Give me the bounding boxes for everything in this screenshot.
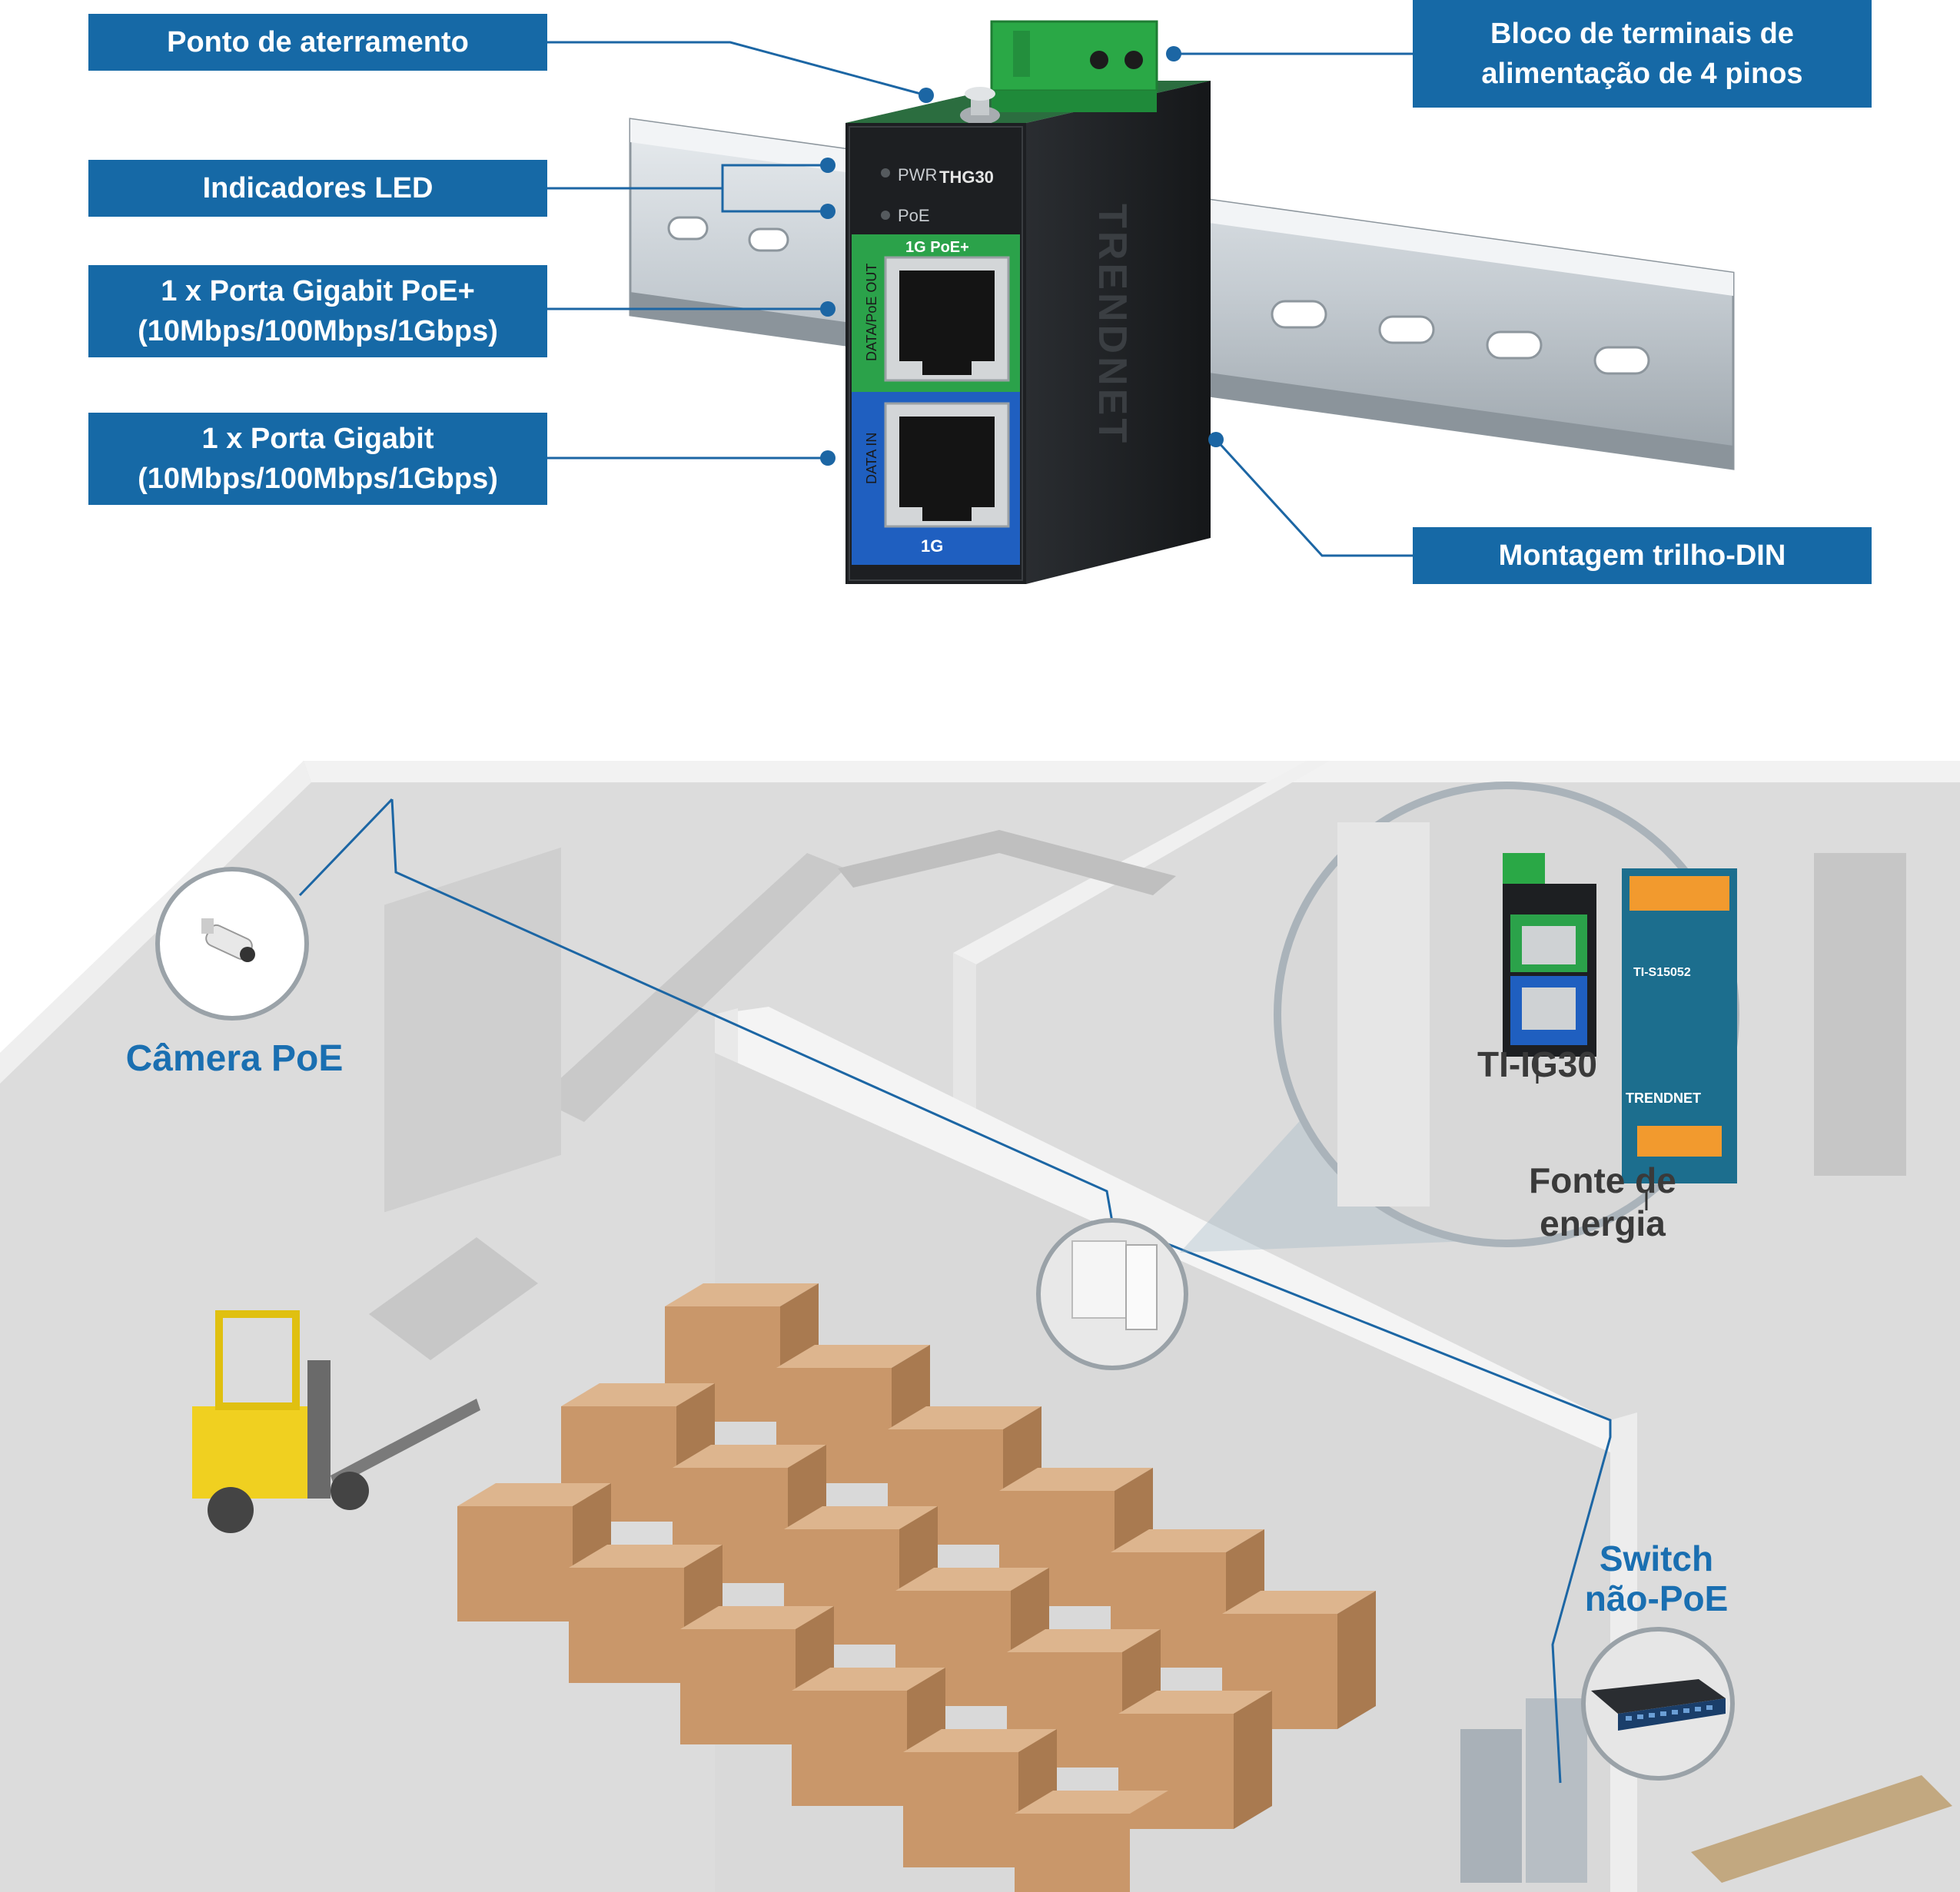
power-supply-line1: Fonte de [1529, 1160, 1676, 1200]
zoom-bubble: TI-S15052 TRENDNET [1274, 782, 1906, 1247]
callout-led-text: Indicadores LED [202, 172, 434, 204]
terminal-block [990, 20, 1158, 112]
callout-terminal-line1: Bloco de terminais de [1490, 18, 1794, 50]
conveyor [369, 830, 1176, 1360]
power-supply-label: Fonte de energia [1491, 1159, 1714, 1245]
pwr-label: PWR [898, 165, 937, 184]
callout-dots [820, 46, 1224, 466]
forklift [192, 1310, 480, 1533]
pwr-led [881, 168, 890, 178]
partition-wall [715, 1007, 1610, 1452]
injector-label: TI-IG30 [1430, 1044, 1645, 1085]
device-side [1026, 81, 1211, 584]
callout-grounding-text: Ponto de aterramento [167, 26, 469, 58]
poe-led [881, 211, 890, 220]
callout-terminal-line2: alimentação de 4 pinos [1481, 58, 1803, 90]
poe-port-top-label: 1G PoE+ [905, 239, 969, 256]
power-supply-line2: energia [1540, 1203, 1666, 1243]
switch-label-line1: Switch [1599, 1538, 1714, 1578]
callout-din-text: Montagem trilho-DIN [1498, 539, 1786, 572]
callout-din-mount: Montagem trilho-DIN [1413, 527, 1872, 584]
poe-port-side-label: DATA/PoE OUT [864, 264, 879, 361]
camera-label-text: Câmera PoE [125, 1038, 344, 1079]
callout-led: Indicadores LED [88, 160, 547, 217]
callout-data-port: 1 x Porta Gigabit (10Mbps/100Mbps/1Gbps) [88, 413, 547, 505]
product-diagram: PWR THG30 PoE 1G PoE+ DATA/PoE OUT DATA … [547, 20, 1735, 584]
box-row-3 [457, 1483, 1168, 1892]
callout-data-port-line1: 1 x Porta Gigabit [201, 423, 434, 455]
callout-poe-port-line2: (10Mbps/100Mbps/1Gbps) [138, 315, 498, 347]
psu-model-label: TI-S15052 [1633, 966, 1691, 979]
brand-logo: TRENDNET [1090, 204, 1134, 446]
callout-data-port-line2: (10Mbps/100Mbps/1Gbps) [138, 463, 498, 495]
callout-terminal-block: Bloco de terminais de alimentação de 4 p… [1413, 0, 1872, 108]
poe-camera-bubble [155, 867, 309, 1021]
data-port-bottom-label: 1G [921, 536, 943, 556]
pallet-boxes [457, 1283, 1376, 1892]
poe-led-label: PoE [898, 206, 930, 225]
callout-grounding: Ponto de aterramento [88, 14, 547, 71]
injector-label-text: TI-IG30 [1477, 1044, 1597, 1084]
psu-brand-label: TRENDNET [1626, 1090, 1701, 1106]
grounding-screw [960, 87, 1000, 124]
data-port-side-label: DATA IN [864, 433, 879, 484]
switch-label: Switch não-PoE [1553, 1538, 1760, 1618]
switch-bubble [1581, 1627, 1735, 1781]
enclosure-bubble [1036, 1218, 1188, 1370]
callout-poe-port: 1 x Porta Gigabit PoE+ (10Mbps/100Mbps/1… [88, 265, 547, 357]
switch-label-line2: não-PoE [1584, 1578, 1729, 1618]
server-room [1460, 1698, 1952, 1883]
callout-connectors [547, 41, 1422, 557]
warehouse-scene: TI-S15052 TRENDNET [0, 761, 1960, 1892]
callout-poe-port-line1: 1 x Porta Gigabit PoE+ [161, 275, 475, 307]
model-label: THG30 [939, 168, 994, 187]
camera-label: Câmera PoE [100, 1037, 369, 1080]
